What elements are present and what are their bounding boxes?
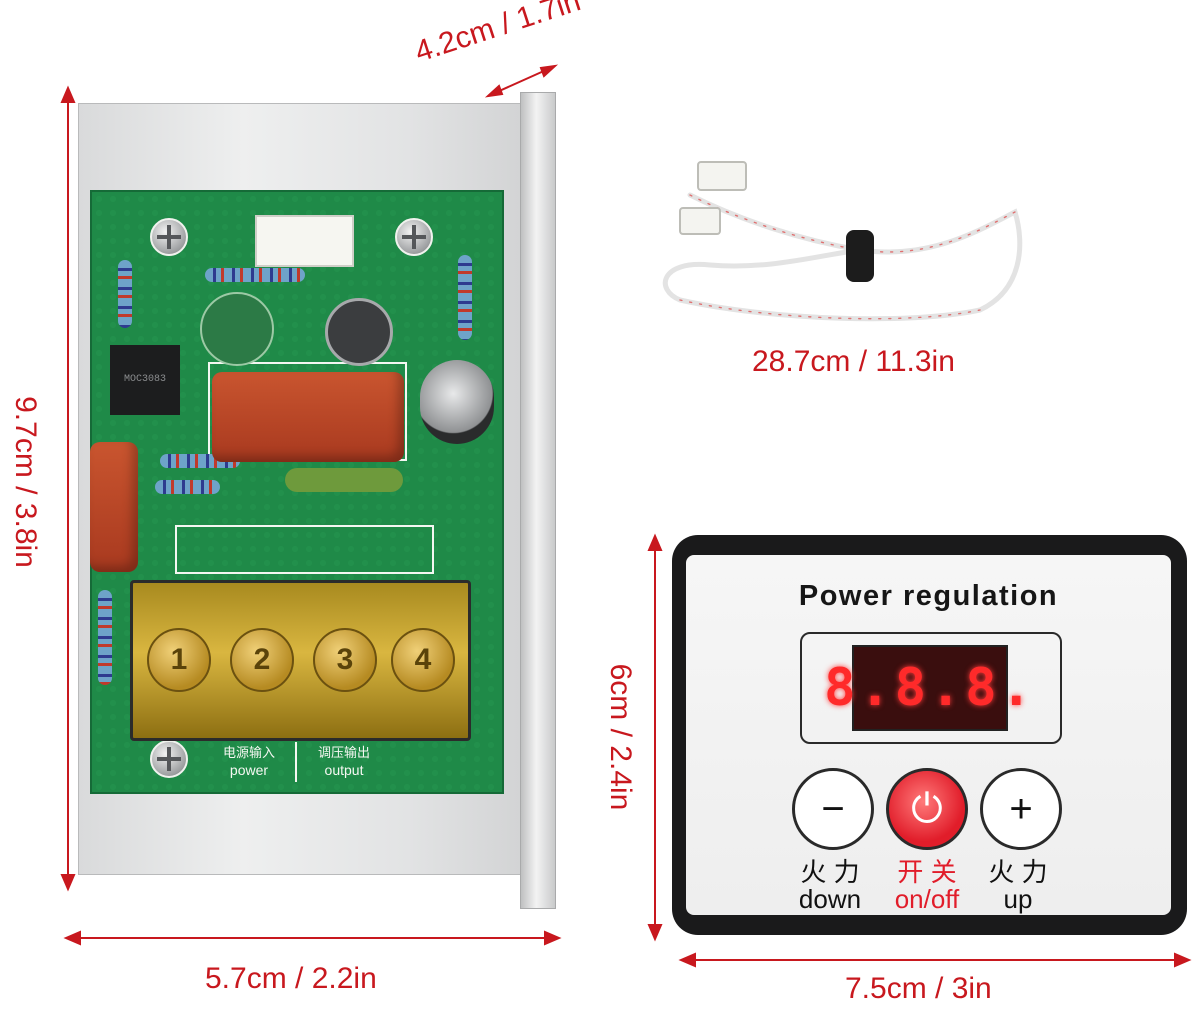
power-label-en: on/off [894,884,960,914]
terminal-4[interactable]: 4 [391,628,455,692]
power-input-label-en: power [229,762,269,778]
arrow-head [60,874,76,892]
panel-width-label: 7.5cm / 3in [845,972,992,1005]
cable-plug [697,161,747,191]
triac-mount [200,292,274,366]
arrow-head [60,85,76,103]
plus-icon: + [1009,787,1033,831]
resistor [458,255,472,340]
cable-plug [679,207,721,235]
cable-length-label: 28.7cm / 11.3in [752,345,955,378]
panel-title: Power regulation [798,580,1059,612]
connection-cable [662,161,1023,322]
film-capacitor [212,372,404,462]
mounting-screw [395,218,433,256]
cable-tie [846,230,874,282]
arrow-head [484,84,504,98]
power-button[interactable]: ⏻ [886,768,968,850]
terminal-1[interactable]: 1 [147,628,211,692]
optocoupler-chip: MOC3083 [110,345,180,415]
up-label-en: up [1003,884,1033,914]
control-panel-face [686,555,1171,915]
arrow-head [647,924,663,942]
label-divider [295,742,297,782]
terminal-block: 1 2 3 4 [130,580,471,741]
down-label-en: down [798,884,862,914]
film-capacitor [90,442,138,572]
electrolytic-capacitor [420,360,494,444]
mounting-screw [150,218,188,256]
board-width-label: 5.7cm / 2.2in [205,962,377,995]
potentiometer [325,298,393,366]
arrow-head [1174,952,1192,968]
power-label-cn: 开 关 [897,857,957,887]
output-label-cn: 调压输出 [317,745,370,760]
resistor [205,268,305,282]
up-button[interactable]: + [980,768,1062,850]
resistor [155,480,220,494]
arrow-head [647,533,663,551]
board-height-label: 9.7cm / 3.8in [9,396,42,568]
resistor [118,260,132,328]
led-display: 8.8.8. [824,645,1032,731]
arrow-head [539,64,559,78]
terminal-3[interactable]: 3 [313,628,377,692]
power-icon: ⏻ [911,787,943,831]
arrow-head [63,930,81,946]
display-frame [800,632,1062,744]
inductor [285,468,403,492]
panel-height-label: 6cm / 2.4in [604,663,637,811]
ribbon-connector [255,215,354,267]
mounting-screw [150,740,188,778]
down-button[interactable]: − [792,768,874,850]
heatsink-side-rail [520,92,556,909]
minus-icon: − [821,787,845,831]
output-label-en: output [324,762,364,778]
down-label-cn: 火 力 [800,857,860,887]
arrow-head [544,930,562,946]
arrow-head [678,952,696,968]
power-input-label-cn: 电源输入 [222,745,275,760]
terminal-2[interactable]: 2 [230,628,294,692]
resistor [98,590,112,685]
silkscreen-outline [175,525,434,574]
up-label-cn: 火 力 [988,857,1048,887]
